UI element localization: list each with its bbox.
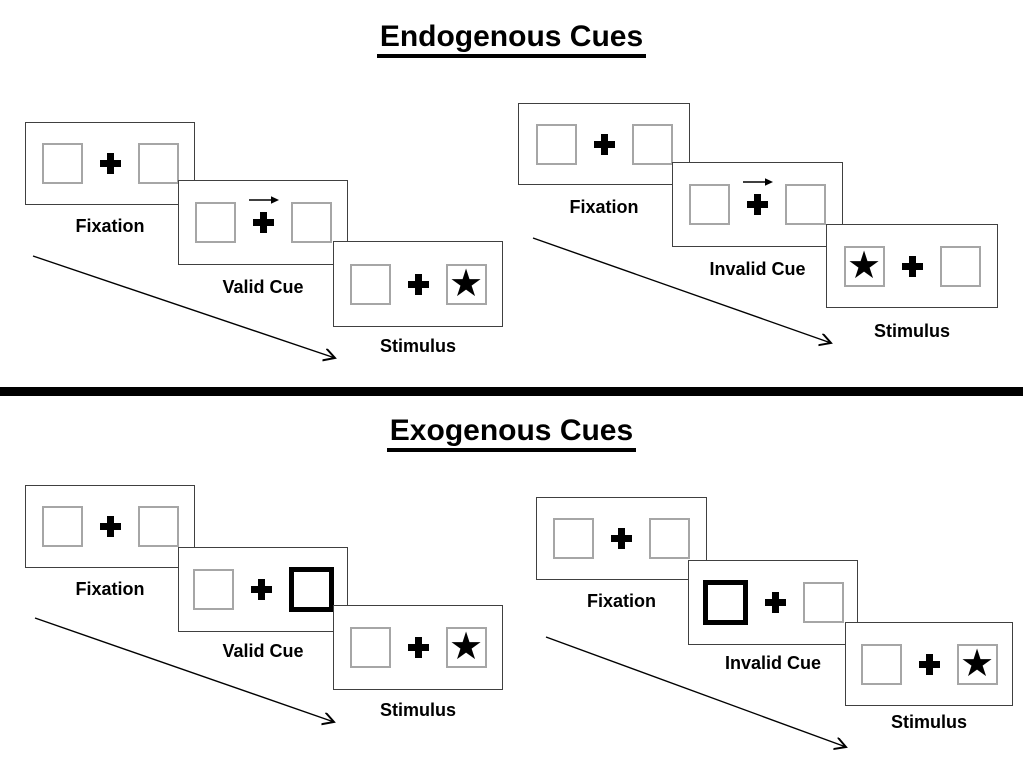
timeline-arrow bbox=[532, 237, 840, 353]
section-divider bbox=[0, 387, 1023, 396]
fixation-cross-icon bbox=[250, 579, 272, 600]
left-box-with-target: ★ bbox=[843, 242, 885, 287]
left-box bbox=[41, 143, 83, 184]
step-label-stimulus: Stimulus bbox=[379, 336, 456, 356]
fixation-cross-icon bbox=[252, 212, 274, 233]
screen-panel-invalid-cue bbox=[688, 560, 858, 645]
fixation-cross-icon bbox=[99, 153, 121, 174]
right-box bbox=[939, 245, 981, 287]
left-box bbox=[349, 263, 391, 305]
right-box bbox=[137, 143, 179, 184]
right-box bbox=[137, 506, 179, 547]
cue-arrow-right-icon bbox=[743, 178, 773, 186]
step-label-fixation: Fixation bbox=[586, 591, 656, 611]
screen-panel-fixation bbox=[536, 497, 707, 580]
right-box-with-target: ★ bbox=[956, 640, 998, 685]
screen-panel-stimulus: ★ bbox=[333, 605, 503, 690]
screen-panel-stimulus: ★ bbox=[333, 241, 503, 327]
step-label-fixation: Fixation bbox=[75, 216, 145, 236]
section-title-endogenous: Endogenous Cues bbox=[0, 20, 1023, 58]
screen-panel-valid-cue bbox=[178, 547, 348, 632]
timeline-arrow bbox=[32, 255, 345, 366]
right-box bbox=[290, 202, 332, 243]
timeline-arrow bbox=[545, 636, 853, 755]
fixation-cross-icon bbox=[611, 528, 632, 549]
left-box bbox=[535, 123, 577, 165]
screen-panel-fixation bbox=[25, 122, 195, 205]
screen-panel-valid-cue bbox=[178, 180, 348, 265]
left-box bbox=[349, 627, 391, 668]
screen-center bbox=[743, 178, 773, 215]
screen-center bbox=[99, 516, 121, 537]
step-label-invalid-cue: Invalid Cue bbox=[709, 259, 806, 279]
screen-center bbox=[593, 133, 615, 155]
section-title-text: Endogenous Cues bbox=[376, 20, 647, 58]
step-label-invalid-cue: Invalid Cue bbox=[724, 653, 822, 673]
screen-panel-stimulus: ★ bbox=[826, 224, 998, 308]
step-label-valid-cue: Valid Cue bbox=[222, 277, 304, 297]
left-box bbox=[860, 643, 902, 685]
star-icon: ★ bbox=[448, 260, 484, 305]
section-title-text: Exogenous Cues bbox=[386, 414, 637, 452]
screen-center bbox=[99, 153, 121, 174]
fixation-cross-icon bbox=[407, 637, 429, 658]
step-label-fixation: Fixation bbox=[569, 197, 639, 217]
cue-arrow-right-icon bbox=[248, 196, 279, 204]
right-box bbox=[802, 582, 844, 623]
fixation-cross-icon bbox=[99, 516, 121, 537]
screen-center bbox=[611, 528, 632, 549]
fixation-cross-icon bbox=[918, 653, 940, 675]
screen-center bbox=[764, 592, 786, 613]
right-box-cued bbox=[288, 567, 334, 612]
fixation-cross-icon bbox=[593, 133, 615, 155]
step-label-stimulus: Stimulus bbox=[379, 700, 456, 720]
screen-center bbox=[248, 196, 279, 233]
right-box bbox=[649, 518, 690, 559]
star-icon: ★ bbox=[448, 624, 484, 668]
left-box-cued bbox=[702, 580, 748, 625]
section-title-exogenous: Exogenous Cues bbox=[0, 414, 1023, 452]
right-box bbox=[631, 123, 673, 165]
fixation-cross-icon bbox=[407, 273, 429, 295]
screen-panel-invalid-cue bbox=[672, 162, 843, 247]
fixation-cross-icon bbox=[764, 592, 786, 613]
right-box-with-target: ★ bbox=[445, 260, 487, 305]
timeline-arrow bbox=[34, 617, 347, 730]
right-box-with-target: ★ bbox=[445, 624, 487, 668]
star-icon: ★ bbox=[846, 242, 882, 287]
right-box bbox=[785, 184, 826, 225]
screen-panel-stimulus: ★ bbox=[845, 622, 1013, 706]
step-label-fixation: Fixation bbox=[75, 579, 145, 599]
fixation-cross-icon bbox=[747, 194, 768, 215]
fixation-cross-icon bbox=[901, 255, 923, 277]
left-box bbox=[194, 202, 236, 243]
left-box bbox=[689, 184, 730, 225]
step-label-valid-cue: Valid Cue bbox=[222, 641, 304, 661]
step-label-stimulus: Stimulus bbox=[873, 321, 950, 341]
screen-center bbox=[901, 255, 923, 277]
screen-center bbox=[250, 579, 272, 600]
screen-panel-fixation bbox=[518, 103, 690, 185]
screen-center bbox=[407, 273, 429, 295]
left-box bbox=[192, 569, 234, 610]
star-icon: ★ bbox=[959, 640, 995, 685]
left-box bbox=[41, 506, 83, 547]
left-box bbox=[553, 518, 594, 559]
step-label-stimulus: Stimulus bbox=[890, 712, 967, 732]
screen-center bbox=[918, 653, 940, 675]
screen-panel-fixation bbox=[25, 485, 195, 568]
screen-center bbox=[407, 637, 429, 658]
